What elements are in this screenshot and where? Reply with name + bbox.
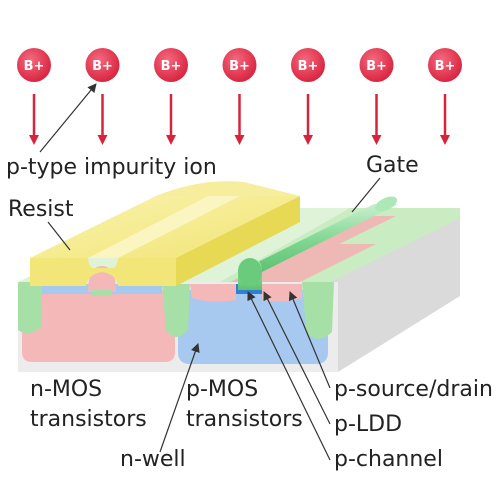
ion-circle bbox=[154, 48, 188, 82]
nmos-channel bbox=[92, 290, 112, 296]
leader-gate bbox=[351, 177, 381, 213]
pmos-label-line2: transistors bbox=[186, 407, 303, 432]
gate-label: Gate bbox=[366, 153, 419, 178]
p-ldd-label: p-LDD bbox=[334, 412, 402, 437]
nmos-label-line2: transistors bbox=[30, 407, 147, 432]
boron-ion: B+ bbox=[291, 48, 325, 145]
ion-symbol: B+ bbox=[229, 59, 250, 74]
pmos-label-line1: p-MOS bbox=[186, 377, 258, 402]
p-channel-label: p-channel bbox=[334, 447, 443, 472]
ion-symbol: B+ bbox=[298, 59, 319, 74]
isolation-left bbox=[18, 282, 42, 334]
substrate-side-face bbox=[310, 208, 460, 372]
nmos-label-line1: n-MOS bbox=[30, 377, 102, 402]
leader-impurity-ion bbox=[39, 83, 97, 153]
boron-ion: B+ bbox=[222, 48, 257, 145]
leader-p-source-drain bbox=[288, 291, 331, 389]
ion-symbol: B+ bbox=[435, 59, 456, 74]
ion-circle bbox=[85, 48, 120, 82]
boron-ion: B+ bbox=[85, 48, 120, 145]
boron-ion: B+ bbox=[17, 48, 51, 145]
leader-n-well bbox=[159, 343, 200, 453]
leader-p-channel bbox=[247, 291, 331, 461]
leader-resist bbox=[47, 221, 71, 251]
boron-ion: B+ bbox=[428, 48, 462, 145]
ion-symbol: B+ bbox=[92, 59, 113, 74]
resist-block bbox=[30, 181, 300, 286]
resist-label: Resist bbox=[8, 197, 74, 222]
ion-circle bbox=[428, 48, 462, 82]
ion-symbol: B+ bbox=[366, 59, 387, 74]
ion-beam: B+ B+ B+ B+ B+ B+ B+ bbox=[17, 48, 462, 145]
n-well-label: n-well bbox=[120, 447, 186, 472]
impurity-ion-label: p-type impurity ion bbox=[6, 155, 217, 180]
ion-circle bbox=[222, 48, 257, 82]
p-source-drain-left bbox=[190, 284, 236, 302]
gate-electrode bbox=[238, 196, 398, 290]
ion-circle bbox=[291, 48, 325, 82]
isolation-center bbox=[162, 284, 190, 337]
p-source-drain-label: p-source/drain bbox=[334, 377, 493, 402]
ion-symbol: B+ bbox=[161, 59, 182, 74]
boron-ion: B+ bbox=[154, 48, 188, 145]
ion-circle bbox=[17, 48, 51, 82]
leader-p-ldd bbox=[263, 291, 331, 425]
p-source-drain-surface-2 bbox=[262, 244, 376, 282]
isolation-right bbox=[302, 282, 334, 339]
ion-circle bbox=[359, 48, 394, 82]
boron-ion: B+ bbox=[359, 48, 394, 145]
ion-symbol: B+ bbox=[24, 59, 45, 74]
nmos-p-region bbox=[22, 290, 175, 362]
leader-lines bbox=[39, 83, 381, 461]
